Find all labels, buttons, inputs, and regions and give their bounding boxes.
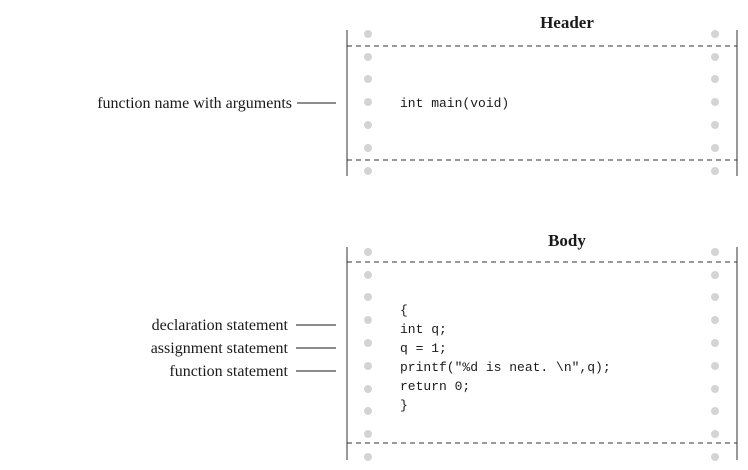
- body-code-line-printf: printf("%d is neat. \n",q);: [400, 360, 611, 375]
- feed-hole: [711, 98, 719, 106]
- feed-hole: [711, 316, 719, 324]
- feed-hole: [364, 453, 372, 461]
- body-panel: Body { in: [151, 231, 738, 461]
- header-right-feed-holes: [711, 30, 719, 175]
- feed-hole: [364, 316, 372, 324]
- body-code-line-return: return 0;: [400, 379, 470, 394]
- feed-hole: [364, 121, 372, 129]
- label-function-statement: function statement: [169, 363, 288, 380]
- body-code-line-open-brace: {: [400, 303, 408, 318]
- feed-hole: [364, 53, 372, 61]
- feed-hole: [711, 271, 719, 279]
- feed-hole: [711, 167, 719, 175]
- feed-hole: [711, 30, 719, 38]
- feed-hole: [364, 271, 372, 279]
- body-title: Body: [548, 231, 586, 250]
- feed-hole: [364, 98, 372, 106]
- header-panel: Header int main(void) function name with…: [97, 13, 738, 176]
- body-code-line-assignment: q = 1;: [400, 341, 447, 356]
- body-code-line-declaration: int q;: [400, 322, 447, 337]
- label-function-name-with-arguments: function name with arguments: [97, 95, 292, 112]
- feed-hole: [711, 407, 719, 415]
- feed-hole: [364, 362, 372, 370]
- feed-hole: [364, 407, 372, 415]
- feed-hole: [364, 430, 372, 438]
- label-assignment-statement: assignment statement: [151, 340, 289, 357]
- feed-hole: [711, 453, 719, 461]
- feed-hole: [364, 144, 372, 152]
- header-title: Header: [540, 13, 594, 32]
- feed-hole: [364, 248, 372, 256]
- feed-hole: [364, 293, 372, 301]
- feed-hole: [711, 53, 719, 61]
- feed-hole: [711, 430, 719, 438]
- feed-hole: [364, 30, 372, 38]
- feed-hole: [711, 121, 719, 129]
- body-right-feed-holes: [711, 248, 719, 461]
- feed-hole: [711, 385, 719, 393]
- feed-hole: [364, 385, 372, 393]
- feed-hole: [711, 144, 719, 152]
- feed-hole: [711, 248, 719, 256]
- label-declaration-statement: declaration statement: [152, 317, 289, 334]
- feed-hole: [711, 339, 719, 347]
- header-code-line: int main(void): [400, 96, 509, 111]
- body-code-line-close-brace: }: [400, 398, 408, 413]
- feed-hole: [711, 293, 719, 301]
- feed-hole: [364, 75, 372, 83]
- feed-hole: [364, 167, 372, 175]
- feed-hole: [711, 75, 719, 83]
- feed-hole: [364, 339, 372, 347]
- body-left-feed-holes: [364, 248, 372, 461]
- feed-hole: [711, 362, 719, 370]
- header-left-feed-holes: [364, 30, 372, 175]
